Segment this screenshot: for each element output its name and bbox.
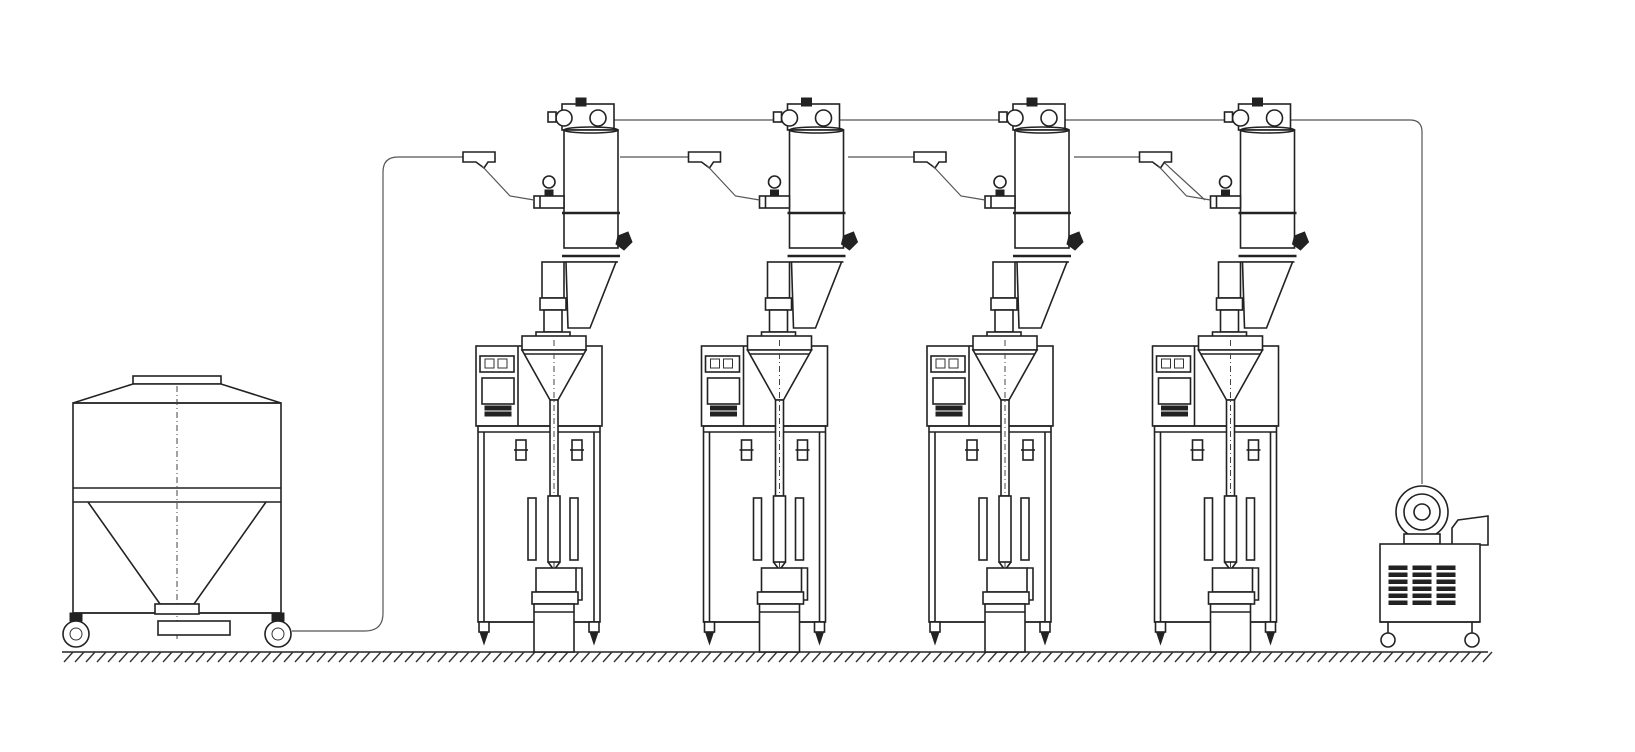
wheel-icon: [1380, 632, 1396, 648]
vacuum-pump: [1379, 485, 1489, 648]
ibc-bin: [62, 375, 292, 648]
filler-2: [687, 97, 859, 653]
floor: [62, 651, 1493, 663]
wheel-icon: [264, 612, 292, 648]
filler-1: [462, 97, 633, 653]
filler-4: [1138, 97, 1310, 653]
filler-machines: [462, 97, 1310, 653]
filler-3: [913, 97, 1084, 653]
floor-hatching: [63, 651, 1493, 663]
wheel-icon: [62, 612, 90, 648]
wheel-icon: [1464, 632, 1480, 648]
pump-vent-grille: [1388, 565, 1456, 605]
vacuum-line: [612, 119, 1423, 484]
